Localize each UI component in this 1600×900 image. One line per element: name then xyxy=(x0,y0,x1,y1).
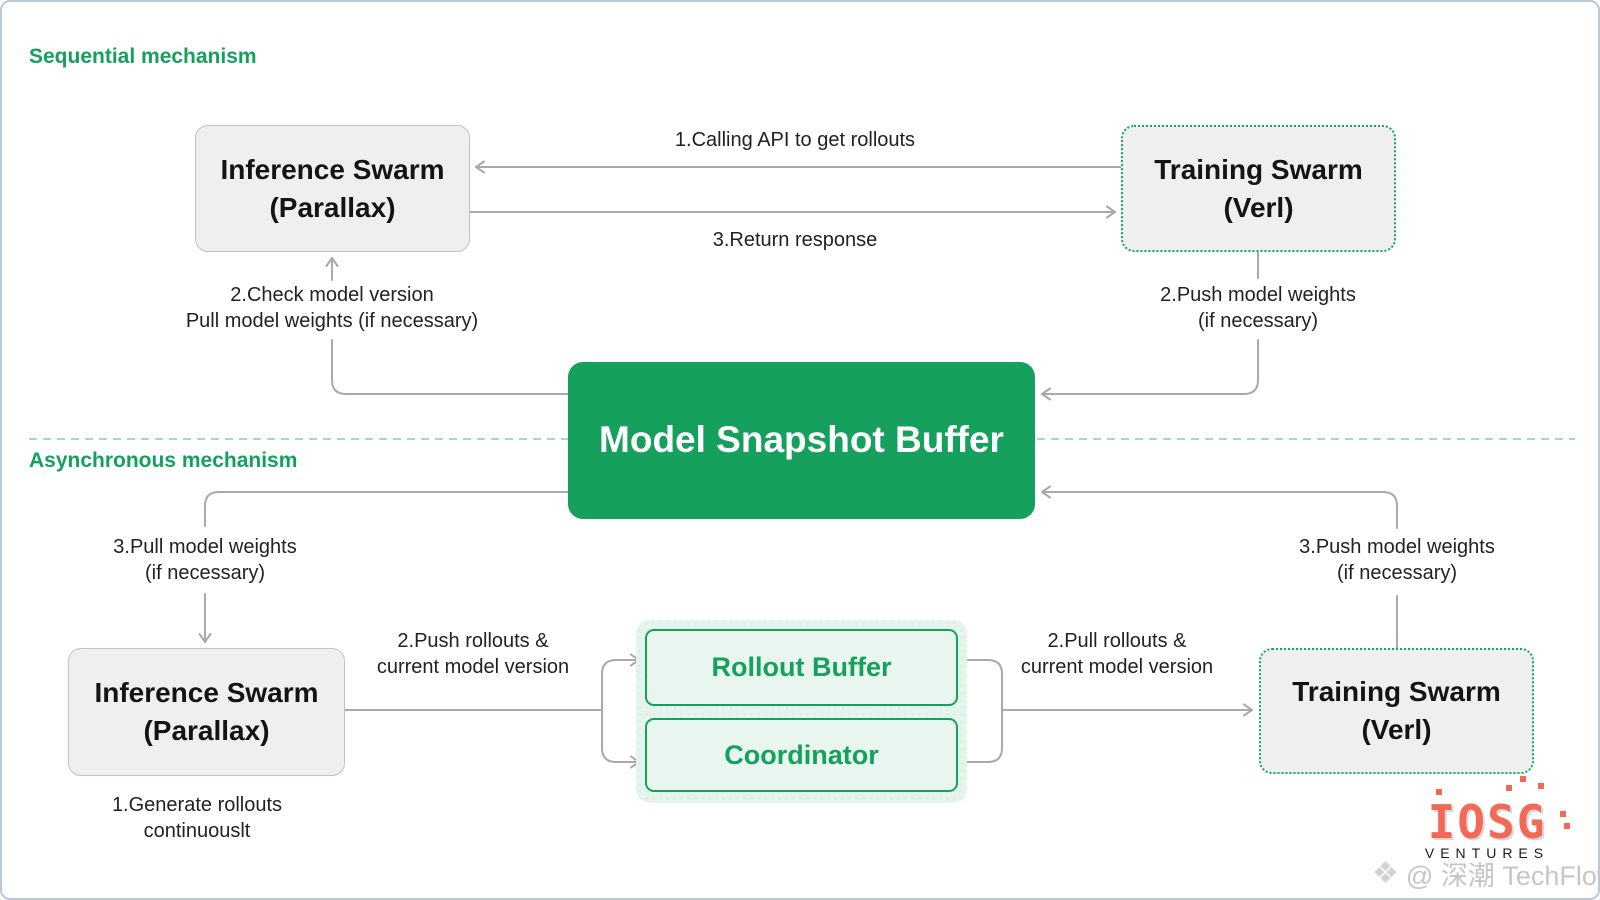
seq-training-swarm-node: Training Swarm (Verl) xyxy=(1121,125,1396,252)
seq-push-weights-arrow xyxy=(1041,339,1259,401)
async-push-weights-label: 3.Push model weights (if necessary) xyxy=(1299,536,1495,584)
async-push-rollouts-label: 2.Push rollouts & current model version xyxy=(376,630,570,678)
seq-inference-swarm-node: Inference Swarm (Parallax) xyxy=(195,125,470,252)
seq-call-api-label: 1.Calling API to get rollouts xyxy=(674,129,916,151)
async-training-swarm-node: Training Swarm (Verl) xyxy=(1259,648,1534,774)
model-snapshot-buffer-node: Model Snapshot Buffer xyxy=(568,362,1035,519)
seq-buffer-to-inference-line xyxy=(331,339,569,395)
sequential-section-title: Sequential mechanism xyxy=(29,45,257,68)
async-training-subtitle: (Verl) xyxy=(1361,714,1432,745)
async-pull-weights-label: 3.Pull model weights (if necessary) xyxy=(113,536,297,584)
async-to-coordinator-arrow xyxy=(601,709,640,769)
seq-inference-title: Inference Swarm xyxy=(220,153,445,185)
rollout-buffer-node: Rollout Buffer xyxy=(645,629,958,706)
async-buffer-left-line xyxy=(204,491,569,527)
model-snapshot-buffer-title: Model Snapshot Buffer xyxy=(599,419,1004,461)
iosg-ventures-text: VENTURES xyxy=(1424,845,1550,861)
async-training-title: Training Swarm xyxy=(1292,676,1501,707)
seq-inference-subtitle: (Parallax) xyxy=(269,191,396,223)
coordinator-title: Coordinator xyxy=(724,739,879,770)
logo-spark-pixels xyxy=(1436,789,1442,795)
async-push-weights-arrow xyxy=(1041,485,1398,529)
async-pull-rollouts-label: 2.Pull rollouts & current model version xyxy=(1020,630,1214,678)
rollout-buffer-title: Rollout Buffer xyxy=(711,652,892,682)
watermark-text: @ 深潮 TechFlow xyxy=(1405,861,1600,891)
seq-check-version-label: 2.Check model version Pull model weights… xyxy=(185,284,479,332)
iosg-logo: IOSG VENTURES xyxy=(1422,789,1552,861)
diamond-gem-icon: ❖ xyxy=(1372,856,1399,890)
iosg-logo-text: IOSG xyxy=(1427,795,1547,849)
seq-training-subtitle: (Verl) xyxy=(1223,191,1294,223)
seq-push-weights-label: 2.Push model weights (if necessary) xyxy=(1160,284,1356,332)
async-inference-swarm-node: Inference Swarm (Parallax) xyxy=(68,648,345,776)
asynchronous-section-title: Asynchronous mechanism xyxy=(29,449,298,472)
async-inference-subtitle: (Parallax) xyxy=(143,715,270,746)
watermark: ❖ @ 深潮 TechFlow xyxy=(1372,854,1600,893)
async-to-rollout-arrow xyxy=(601,653,640,711)
async-inference-title: Inference Swarm xyxy=(94,677,319,708)
coordinator-node: Coordinator xyxy=(645,718,958,792)
seq-training-title: Training Swarm xyxy=(1154,153,1363,185)
seq-return-response-label: 3.Return response xyxy=(712,229,878,251)
async-generate-rollouts-label: 1.Generate rollouts continuouslt xyxy=(111,794,283,842)
